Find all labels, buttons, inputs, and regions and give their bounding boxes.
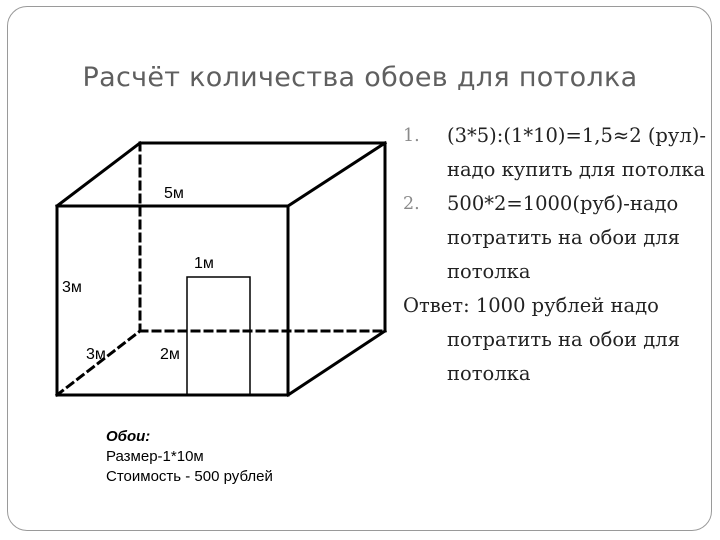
slide-title: Расчёт количества обоев для потолка: [82, 62, 638, 93]
dim-door-label: 1м: [194, 255, 214, 272]
step-1-number: 1.: [403, 126, 420, 146]
step-1: 1. (3*5):(1*10)=1,5≈2 (рул)-надо купить …: [403, 119, 713, 187]
front-face: [55, 204, 290, 397]
dim-bottom-depth-label: 3м: [86, 346, 106, 363]
step-2: 2. 500*2=1000(руб)-надо потратить на обо…: [403, 187, 713, 289]
answer-text: Ответ: 1000 рублей надо потратить на обо…: [403, 294, 680, 385]
door: [186, 276, 251, 396]
dim-left-height-label: 3м: [62, 279, 82, 296]
solution-steps: 1. (3*5):(1*10)=1,5≈2 (рул)-надо купить …: [403, 119, 713, 391]
top-right-depth-edge: [285, 140, 388, 209]
slide-frame: [7, 6, 712, 531]
step-2-text: 500*2=1000(руб)-надо потратить на обои д…: [447, 192, 680, 283]
step-1-text: (3*5):(1*10)=1,5≈2 (рул)-надо купить для…: [447, 124, 706, 181]
bottom-left-depth-edge: [54, 328, 143, 398]
dim-bottom-front-label: 2м: [160, 346, 180, 363]
wallpaper-legend: Обои: Размер-1*10м Стоимость - 500 рубле…: [106, 427, 273, 487]
top-left-depth-edge: [54, 140, 143, 209]
legend-title: Обои:: [106, 428, 151, 445]
bottom-right-depth-edge: [285, 328, 388, 398]
dim-top-label: 5м: [164, 185, 184, 202]
legend-size: Размер-1*10м: [106, 448, 204, 465]
legend-price: Стоимость - 500 рублей: [106, 468, 273, 485]
step-2-number: 2.: [403, 194, 420, 214]
